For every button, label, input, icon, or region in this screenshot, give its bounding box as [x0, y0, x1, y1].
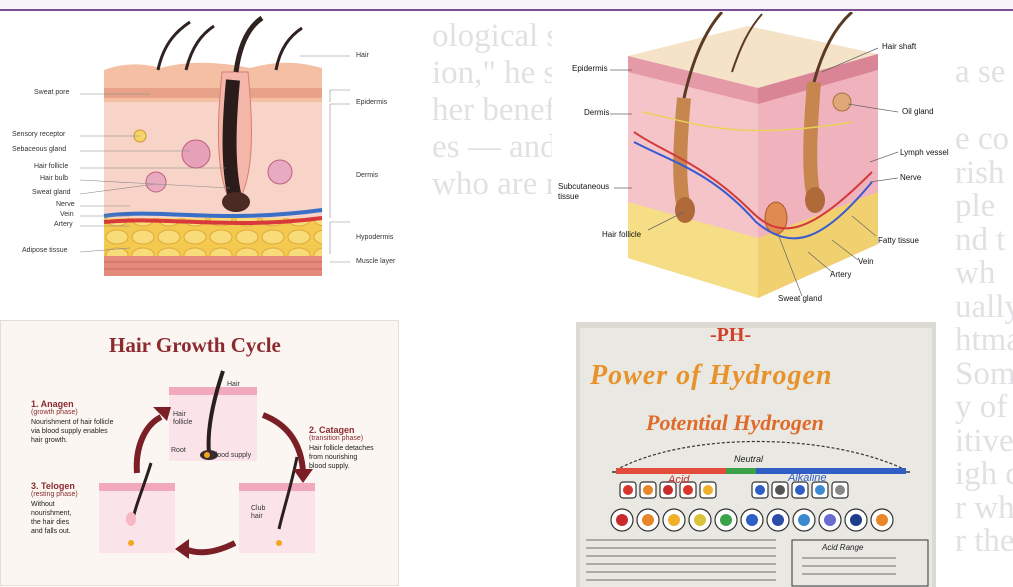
phase-anagen: 1. Anagen (growth phase) Nourishment of … — [31, 399, 113, 445]
skin-cube-diagram: Epidermis Dermis Subcutaneous tissue Hai… — [552, 12, 954, 308]
telogen-subtitle: (resting phase) — [31, 491, 78, 498]
catagen-desc-3: blood supply. — [309, 462, 374, 471]
tag-hair-follicle: Hair follicle — [173, 411, 207, 427]
label-hypodermis: Hypodermis — [356, 234, 393, 241]
label-vein-2: Vein — [858, 257, 874, 266]
ph-acid-range-label: Acid Range — [822, 543, 863, 552]
label-sensory-receptor: Sensory receptor — [12, 131, 65, 138]
label-adipose-tissue: Adipose tissue — [22, 247, 68, 254]
top-accent-bar — [0, 0, 1013, 11]
ph-acid-label: Acid — [668, 474, 689, 486]
telogen-desc-1: Without — [31, 500, 78, 509]
tag-blood-supply: Blood supply — [211, 452, 251, 459]
label-fatty-tissue: Fatty tissue — [878, 236, 919, 245]
anagen-desc-1: Nourishment of hair follicle — [31, 418, 113, 427]
label-epidermis-2: Epidermis — [572, 64, 608, 73]
label-vein: Vein — [60, 211, 74, 218]
ph-line-power-of-hydrogen: Power of Hydrogen — [590, 360, 833, 392]
label-hair: Hair — [356, 52, 369, 59]
label-nerve: Nerve — [56, 201, 75, 208]
label-sweat-gland-2: Sweat gland — [778, 294, 822, 303]
phase-catagen: 2. Catagen (transition phase) Hair folli… — [309, 425, 374, 471]
anagen-desc-3: hair growth. — [31, 436, 113, 445]
catagen-subtitle: (transition phase) — [309, 435, 374, 442]
label-artery-2: Artery — [830, 270, 851, 279]
label-muscle-layer: Muscle layer — [356, 258, 395, 265]
label-dermis-2: Dermis — [584, 108, 609, 117]
tag-hair: Hair — [227, 381, 240, 388]
ph-top-label: -PH- — [710, 324, 751, 347]
telogen-desc-2: nourishment, — [31, 509, 78, 518]
label-subcutaneous-tissue: Subcutaneous tissue — [558, 182, 618, 202]
telogen-desc-3: the hair dies — [31, 518, 78, 527]
skin-cube-illustration — [552, 12, 954, 308]
tag-club-hair: Club hair — [251, 505, 275, 521]
anagen-title: 1. Anagen — [31, 399, 113, 409]
phase-telogen: 3. Telogen (resting phase) Without nouri… — [31, 481, 78, 536]
label-hair-follicle-2: Hair follicle — [602, 230, 641, 239]
skin-layers-diagram: Sweat pore Sensory receptor Sebaceous gl… — [0, 12, 430, 308]
label-sebaceous-gland: Sebaceous gland — [12, 146, 66, 153]
label-nerve-2: Nerve — [900, 173, 921, 182]
ph-line-potential-hydrogen: Potential Hydrogen — [646, 410, 824, 436]
ph-neutral-label: Neutral — [734, 454, 763, 464]
label-hair-follicle: Hair follicle — [34, 163, 68, 170]
ph-poster-photo: -PH- Power of Hydrogen Potential Hydroge… — [576, 322, 936, 587]
label-artery: Artery — [54, 221, 73, 228]
label-epidermis: Epidermis — [356, 99, 387, 106]
label-oil-gland: Oil gland — [902, 107, 934, 116]
telogen-desc-4: and falls out. — [31, 527, 78, 536]
label-hair-bulb: Hair bulb — [40, 175, 68, 182]
label-lymph-vessel: Lymph vessel — [900, 148, 949, 157]
tag-root: Root — [171, 447, 186, 454]
hair-growth-cycle-infographic: Hair Growth Cycle Hair Hair follicle Roo… — [0, 320, 399, 586]
label-sweat-gland: Sweat gland — [32, 189, 71, 196]
ph-alkaline-label: Alkaline — [788, 472, 827, 484]
background-text-right-column: a se e co rish ple nd t wh ually htma So… — [955, 56, 1013, 559]
anagen-subtitle: (growth phase) — [31, 409, 113, 416]
catagen-desc-1: Hair follicle detaches — [309, 444, 374, 453]
telogen-title: 3. Telogen — [31, 481, 78, 491]
label-dermis: Dermis — [356, 172, 378, 179]
anagen-desc-2: via blood supply enables — [31, 427, 113, 436]
catagen-desc-2: from nourishing — [309, 453, 374, 462]
label-sweat-pore: Sweat pore — [34, 89, 69, 96]
catagen-title: 2. Catagen — [309, 425, 374, 435]
label-hair-shaft: Hair shaft — [882, 42, 916, 51]
